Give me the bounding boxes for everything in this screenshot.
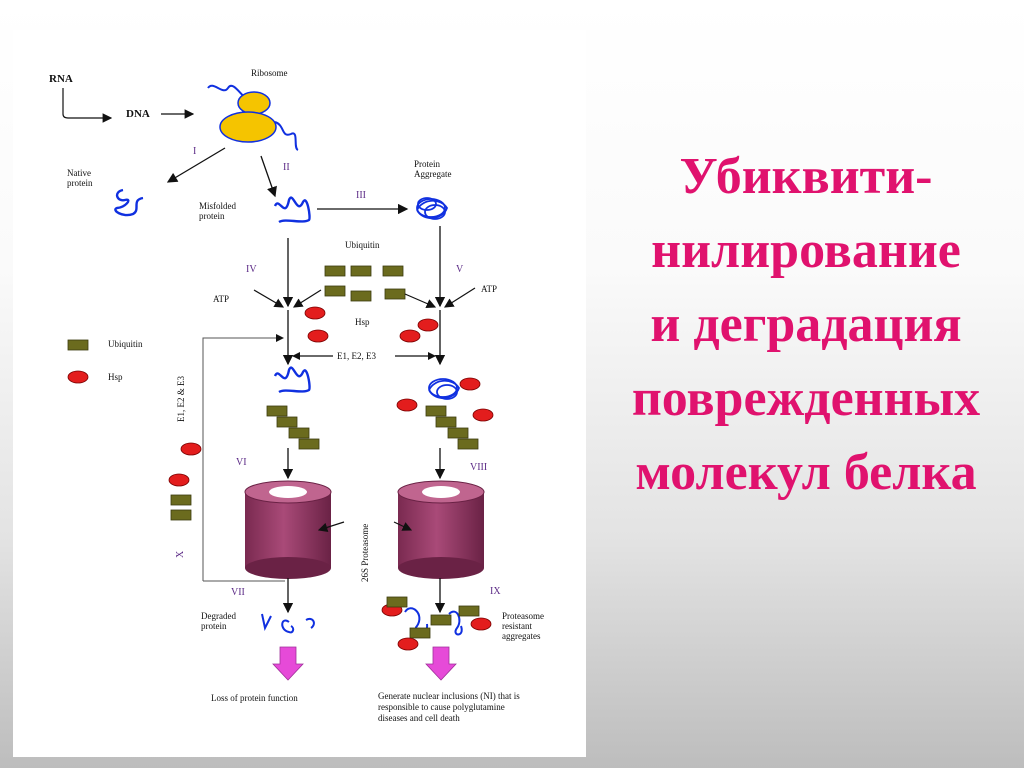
title-line: нилирование (651, 222, 961, 279)
ubiquitin-right-arrow (404, 293, 437, 309)
e-enzymes-vertical-label: E1, E2 & E3 (176, 376, 186, 422)
misfolded-protein-icon (273, 196, 311, 224)
hsp-icon (399, 329, 421, 343)
step-v-label: V (456, 264, 464, 275)
atp-left-arrow (253, 289, 285, 308)
hsp-icon (168, 473, 190, 487)
ribosome-icon (207, 84, 299, 151)
ribosome-label: Ribosome (251, 68, 288, 78)
proteasome-left-arrow (317, 521, 345, 533)
ubiquitin-icon (170, 494, 192, 506)
step-i-label: I (193, 146, 196, 157)
step-iv-label: IV (246, 264, 257, 275)
rna-to-dna-arrow (62, 88, 113, 123)
e-enzymes-arrowhead (428, 352, 436, 360)
title-line: поврежденных (631, 370, 981, 427)
step-ii-label: II (283, 162, 290, 173)
ubiquitin-cluster-icon (324, 265, 406, 302)
rna-label: RNA (49, 73, 73, 85)
hsp-label: Hsp (355, 317, 370, 327)
atp-left-label: ATP (213, 294, 229, 304)
ubiquitin-proteasome-diagram: RNA DNA Ribosome I II Native protein Mis… (13, 30, 586, 757)
outcome-arrow-right-icon (425, 646, 457, 681)
misfolded-protein-label: Misfolded protein (199, 201, 238, 221)
step-vii-label: VII (231, 587, 245, 598)
e-enzymes-label: E1, E2, E3 (337, 351, 376, 361)
title-line: Убиквити- (679, 148, 933, 205)
hsp-icon (304, 306, 326, 320)
legend-hsp-label: Hsp (108, 372, 123, 382)
legend-ubiquitin-swatch (67, 339, 89, 351)
native-protein-label: Native protein (67, 168, 93, 188)
hsp-icon (472, 408, 494, 422)
step-iii-label: III (356, 190, 366, 201)
hsp-icon (307, 329, 329, 343)
dna-label: DNA (126, 108, 150, 120)
loss-of-function-label: Loss of protein function (211, 693, 298, 703)
hsp-icon (396, 398, 418, 412)
proteasome-right-arrow (393, 521, 413, 531)
hsp-icon (459, 377, 481, 391)
e-enzymes-arrowhead (292, 352, 300, 360)
step-ix-label: IX (490, 586, 501, 597)
protein-aggregate-label: Protein Aggregate (414, 159, 451, 179)
ubiquitin-chain-left (266, 405, 320, 450)
ubiquitin-cluster-label: Ubiquitin (345, 240, 380, 250)
hsp-icon (417, 318, 439, 332)
native-protein-icon (114, 188, 144, 217)
proteasome-right-icon (397, 480, 485, 579)
feedback-loop-arrow (202, 334, 284, 581)
atp-right-arrow (443, 287, 476, 308)
step-vi-label: VI (236, 457, 247, 468)
legend-ubiquitin-label: Ubiquitin (108, 339, 143, 349)
degraded-protein-label: Degraded protein (201, 611, 238, 631)
hsp-icon (180, 442, 202, 456)
degraded-protein-icon (261, 613, 315, 634)
title-line: молекул белка (635, 444, 977, 501)
ubiquitin-left-arrow (292, 289, 322, 308)
arrow-to-misfolded (260, 155, 277, 198)
tagged-protein-icon (273, 366, 311, 394)
proteasome-label: 26S Proteasome (360, 524, 370, 582)
title-line: и деградация (650, 296, 962, 353)
ubiquitin-icon (170, 509, 192, 521)
proteasome-left-icon (244, 480, 332, 579)
ubiquitin-chain-right (425, 405, 479, 450)
tagged-aggregate-icon (428, 378, 460, 400)
step-x-label: X (175, 550, 186, 558)
resistant-aggregates-icon (381, 596, 492, 651)
atp-right-label: ATP (481, 284, 497, 294)
outcome-arrow-left-icon (272, 646, 304, 681)
resistant-aggregates-label: Proteasome resistant aggregates (502, 611, 546, 641)
protein-aggregate-icon (416, 197, 448, 220)
nuclear-inclusions-label: Generate nuclear inclusions (NI) that is… (378, 691, 522, 723)
arrow-to-native (166, 147, 226, 183)
step-viii-label: VIII (470, 462, 487, 473)
legend-hsp-swatch (67, 370, 89, 384)
slide-title: Убиквити- нилирование и деградация повре… (590, 140, 1022, 510)
